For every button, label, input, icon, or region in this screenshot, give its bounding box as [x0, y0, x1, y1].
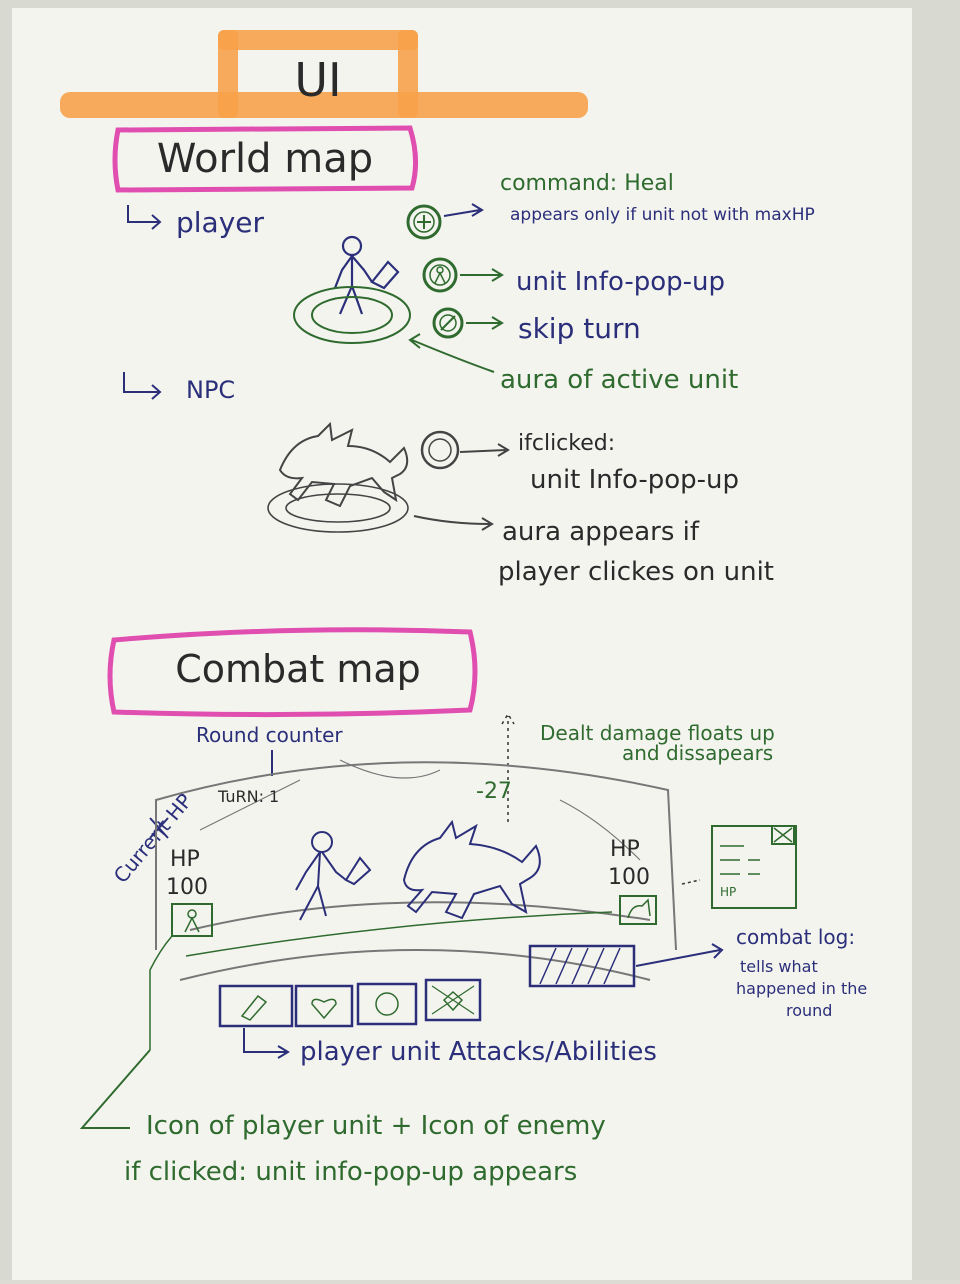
aura-arrow [408, 333, 495, 373]
damage-note-line1: Dealt damage floats up [540, 721, 775, 745]
icons-note-line [79, 1049, 151, 1129]
ability-slot-shield[interactable] [424, 978, 482, 1022]
close-icon[interactable] [771, 825, 795, 845]
npc-info-popup-text: unit Info-pop-up [530, 465, 739, 495]
combat-log-title: combat log: [736, 925, 855, 949]
combat-enemy-figure [402, 819, 541, 920]
title-block: UI [60, 30, 588, 118]
page-title: UI [294, 53, 341, 107]
npc-label: NPC [186, 376, 235, 404]
combat-log-arrow [635, 943, 724, 967]
player-hp-label: HP [170, 847, 200, 872]
abilities-arrow [243, 1028, 290, 1059]
round-counter-text: Round counter [196, 723, 343, 747]
player-unit-figure [333, 235, 400, 315]
combat-map-title: Combat map [175, 647, 421, 691]
skip-turn-text: skip turn [518, 312, 641, 345]
combat-map-heading: Combat map [107, 627, 478, 718]
player-arrow [127, 205, 162, 230]
player-portrait-icon[interactable] [171, 903, 213, 937]
turn-counter: TuRN: 1 [217, 787, 279, 806]
unit-info-popup-text: unit Info-pop-up [516, 267, 725, 297]
npc-arrow [123, 372, 162, 400]
log-hp-label: HP [720, 885, 736, 899]
info-arrow [460, 268, 504, 282]
ability-slot-heal[interactable] [294, 984, 354, 1028]
enemy-portrait-icon[interactable] [619, 895, 657, 925]
skip-arrow [466, 316, 504, 330]
skip-turn-icon[interactable] [432, 307, 464, 339]
npc-aura-line1: aura appears if [502, 517, 700, 547]
ability-slot-attack[interactable] [218, 984, 294, 1028]
combat-log-bar[interactable] [528, 944, 636, 988]
heal-arrow [443, 203, 484, 217]
npc-if-clicked: ifclicked: [518, 431, 615, 456]
heal-note-text: appears only if unit not with maxHP [510, 205, 815, 225]
npc-info-icon[interactable] [420, 430, 460, 470]
npc-aura-arrow [413, 515, 494, 531]
portrait-connect-line [185, 911, 613, 957]
combat-log-line3: happened in the [736, 979, 867, 998]
heal-command-icon[interactable] [406, 204, 442, 240]
combat-log-line2: tells what [740, 957, 818, 976]
ability-bar [218, 978, 482, 1028]
abilities-note: player unit Attacks/Abilities [300, 1037, 657, 1067]
player-hp-value: 100 [166, 875, 208, 900]
unit-info-icon[interactable] [422, 257, 458, 293]
current-hp-pointer [149, 817, 169, 839]
portrait-link-line [149, 935, 173, 1050]
combat-player-figure [295, 831, 372, 921]
active-unit-aura [293, 286, 411, 344]
paper-sheet [12, 8, 912, 1280]
world-map-heading: World map [112, 125, 418, 193]
damage-value: -27 [476, 779, 512, 804]
enemy-hp-value: 100 [608, 865, 650, 890]
combat-log-window: HP [711, 825, 797, 909]
npc-beast-figure [278, 421, 409, 508]
player-label: player [176, 206, 265, 239]
world-map-title: World map [157, 136, 373, 182]
heal-command-text: command: Heal [500, 171, 674, 196]
ability-slot-rage[interactable] [356, 982, 418, 1026]
npc-info-arrow [459, 443, 510, 457]
enemy-hp-label: HP [610, 837, 640, 862]
icons-note-line1: Icon of player unit + Icon of enemy [146, 1111, 606, 1141]
npc-aura [267, 483, 409, 533]
npc-aura-line2: player clickes on unit [498, 557, 774, 587]
aura-active-text: aura of active unit [500, 365, 738, 395]
damage-note-line2: and dissapears [622, 741, 773, 765]
combat-log-line4: round [786, 1001, 832, 1020]
icons-note-line2: if clicked: unit info-pop-up appears [124, 1157, 577, 1187]
